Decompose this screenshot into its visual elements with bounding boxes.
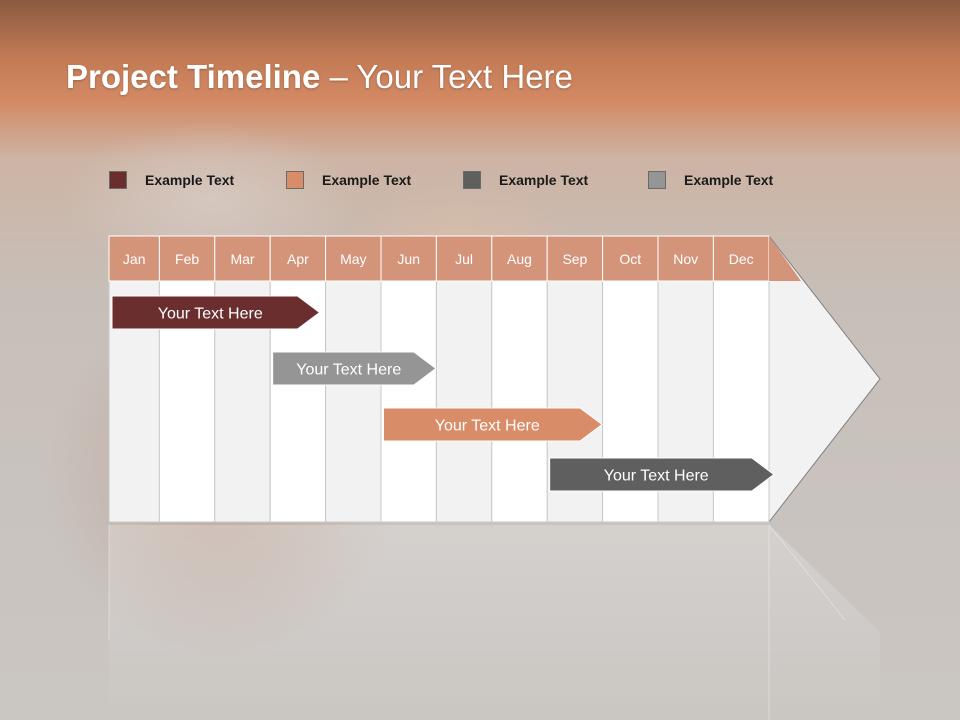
legend-swatch-4 [648,171,666,189]
month-column-jul [435,280,493,523]
legend-swatch-1 [109,171,127,189]
task-bar-shape-4 [549,457,775,492]
task-bar-label-1: Your Text Here [158,306,263,323]
legend-label-3: Example Text [499,172,589,188]
task-bar-label-2: Your Text Here [296,362,401,379]
slide-title: Project Timeline – Your Text Here [66,58,573,96]
legend-swatch-3 [463,171,481,189]
task-bar-shape-3 [382,407,603,442]
month-header-cell-sep [546,235,604,282]
month-label-apr: Apr [287,251,309,267]
month-header-cell-mar [214,235,271,282]
slide-title-rest: – Your Text Here [320,58,573,95]
month-label-may: May [340,251,366,267]
month-label-aug: Aug [507,251,532,267]
task-bar-2: Your Text Here [272,351,437,386]
month-label-nov: Nov [673,251,698,267]
task-bar-3: Your Text Here [382,407,603,442]
month-label-mar: Mar [230,251,254,267]
month-label-jul: Jul [455,251,473,267]
legend-item-2: Example Text [286,170,411,190]
month-header-cell-jul [435,235,493,282]
timeline-reflection [108,524,880,720]
task-bar-label-4: Your Text Here [604,468,709,485]
month-header-cell-may [325,235,382,282]
month-label-dec: Dec [729,251,754,267]
legend-swatch-2 [286,171,304,189]
legend-item-1: Example Text [109,170,234,190]
month-column-jun [380,280,437,523]
month-label-feb: Feb [175,251,199,267]
month-header-cell-jun [380,235,437,282]
legend-label-2: Example Text [322,172,412,188]
month-label-jun: Jun [397,251,420,267]
month-label-jan: Jan [123,251,146,267]
month-header-cell-aug [491,235,548,282]
task-bar-1: Your Text Here [111,295,321,330]
month-column-aug [491,280,548,523]
month-header-cell-apr [269,235,327,282]
task-bar-shape-1 [111,295,321,330]
reflection-shape [109,525,880,720]
slide-title-bold: Project Timeline [66,58,321,95]
task-bar-shape-2 [272,351,437,386]
reflection-edges [108,524,846,720]
month-header-cell-nov [657,235,714,282]
legend-item-3: Example Text [463,170,588,190]
month-header-cap [769,236,801,281]
month-header-cell-feb [158,235,216,282]
month-column-may [325,280,382,523]
task-bar-4: Your Text Here [549,457,775,492]
month-label-sep: Sep [562,251,587,267]
month-label-oct: Oct [619,251,641,267]
legend-label-4: Example Text [684,172,774,188]
task-bar-label-3: Your Text Here [435,418,540,435]
legend-label-1: Example Text [145,172,235,188]
month-header: Jan Feb Mar Apr May Jun Jul Aug Sep Oct Nov Dec [108,235,801,282]
legend-item-4: Example Text [648,170,773,190]
